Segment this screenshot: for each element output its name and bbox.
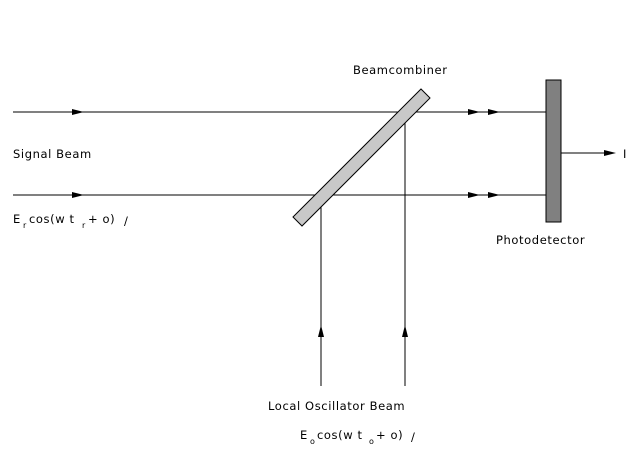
lower-ray-arrow-3	[488, 192, 500, 198]
lower-ray-arrow-2	[468, 192, 480, 198]
beamcombiner-plate	[292, 88, 431, 227]
lo-eq-tail: + o)	[376, 428, 403, 442]
local-oscillator-beam-label: Local Oscillator Beam	[268, 399, 405, 413]
lo-eq-e: E	[300, 428, 308, 442]
signal-eq-e: E	[13, 212, 21, 226]
lo-left-arrow	[318, 325, 324, 337]
signal-eq-t-sub: r	[82, 221, 86, 230]
lo-eq-cos: cos(w t	[317, 428, 363, 442]
lo-right-arrow	[402, 325, 408, 337]
signal-eq-cos: cos(w t	[29, 212, 75, 226]
lo-eq-slash: /	[411, 430, 415, 444]
lo-eq-t-sub: o	[369, 437, 375, 446]
output-arrow	[604, 150, 616, 156]
signal-equation: E r cos(w t r + o) /	[13, 212, 128, 230]
output-current-label: I	[623, 147, 627, 161]
upper-ray-arrow-3	[488, 109, 500, 115]
upper-ray-arrow-1	[72, 109, 84, 115]
beamcombiner-label: Beamcombiner	[353, 63, 448, 77]
signal-eq-tail: + o)	[88, 212, 115, 226]
lower-ray-arrow-1	[72, 192, 84, 198]
lo-eq-e-sub: o	[310, 437, 316, 446]
signal-beam-label: Signal Beam	[13, 147, 92, 161]
lo-equation: E o cos(w t o + o) /	[300, 428, 415, 446]
photodetector-block	[545, 79, 562, 223]
upper-ray-arrow-2	[468, 109, 480, 115]
photodetector-label: Photodetector	[496, 233, 585, 247]
signal-eq-e-sub: r	[23, 221, 27, 230]
signal-eq-slash: /	[124, 214, 128, 228]
